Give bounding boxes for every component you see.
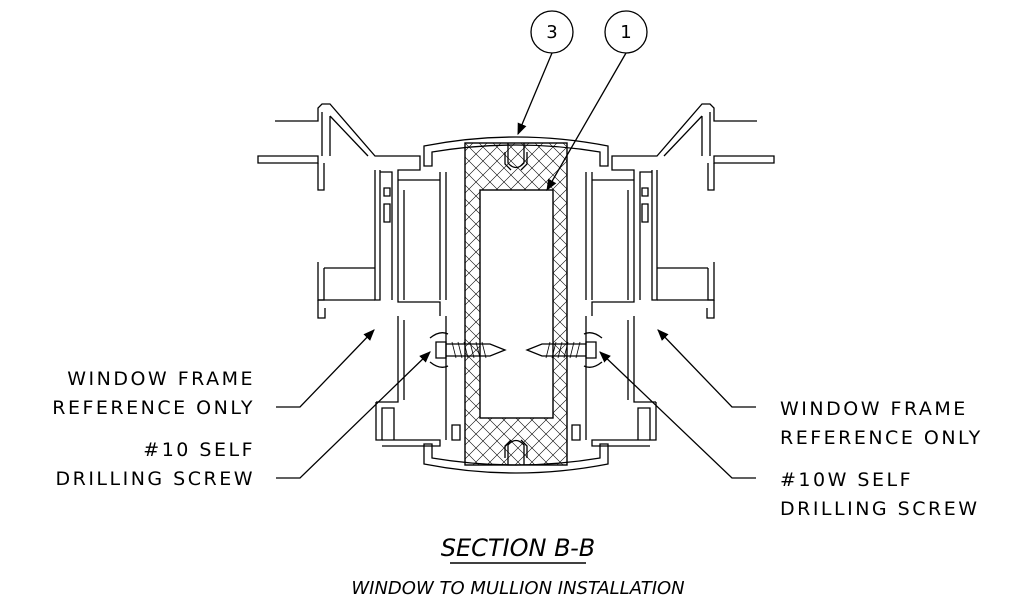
mullion-cap-top [423,136,609,171]
section-title-block: SECTION B-B WINDOW TO MULLION INSTALLATI… [351,534,684,599]
bubble-3: 3 [517,10,574,136]
callout-screw-right-line2: DRILLING SCREW [780,498,980,520]
bubble-1: 1 [546,10,648,192]
bubble-1-number: 1 [620,22,631,43]
leader-lines [276,329,756,479]
callout-screw-right-line1: #10W SELF [780,469,913,491]
window-frame-left [257,103,461,447]
callout-window-frame-right-line1: WINDOW FRAME [780,398,968,420]
screw-left [429,332,507,368]
callout-window-frame-left-line2: REFERENCE ONLY [52,397,255,419]
mullion-cap-bottom [423,439,609,474]
callout-window-frame-right-line2: REFERENCE ONLY [780,427,983,449]
section-subtitle: WINDOW TO MULLION INSTALLATION [351,578,684,599]
callout-screw-left-line1: #10 SELF [143,439,255,461]
mullion-section [464,142,568,466]
callout-screw-left-line2: DRILLING SCREW [55,468,255,490]
section-title: SECTION B-B [441,534,596,562]
callout-screw-left: #10 SELF DRILLING SCREW [55,439,255,490]
screw-right [525,332,603,368]
bubble-3-number: 3 [546,22,557,43]
callout-screw-right: #10W SELF DRILLING SCREW [780,469,980,520]
callout-window-frame-right: WINDOW FRAME REFERENCE ONLY [780,398,983,449]
window-frame-right [571,103,775,447]
callout-window-frame-left-line1: WINDOW FRAME [67,368,255,390]
callout-window-frame-left: WINDOW FRAME REFERENCE ONLY [52,368,255,419]
